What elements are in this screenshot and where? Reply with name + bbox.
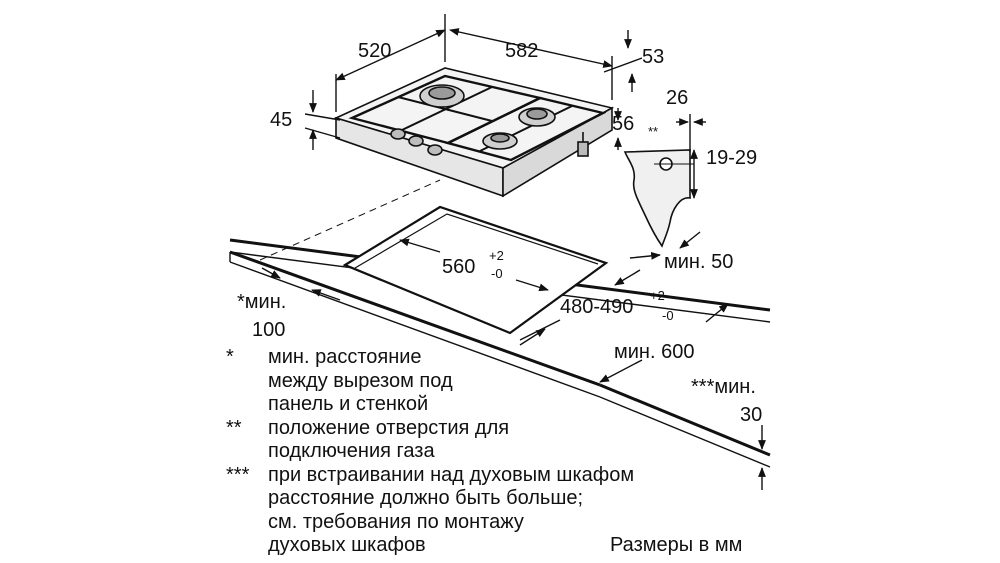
burner-large-icon bbox=[419, 84, 465, 108]
units-note: Размеры в мм bbox=[610, 534, 743, 556]
dim-cutout-depth-minus: -0 bbox=[662, 308, 674, 323]
dim-45: 45 bbox=[270, 109, 292, 131]
control-knobs bbox=[390, 128, 443, 156]
dim-min-100-value: 100 bbox=[252, 319, 285, 341]
dim-depth-582: 582 bbox=[505, 40, 538, 62]
dimension-lines bbox=[261, 14, 766, 490]
dim-cutout-depth-plus: +2 bbox=[650, 288, 665, 303]
dim-56: 56 bbox=[612, 113, 634, 135]
dim-min-50: мин. 50 bbox=[664, 251, 733, 273]
dim-cutout-width: 560 bbox=[442, 256, 475, 278]
dim-min-30-value: 30 bbox=[740, 404, 762, 426]
dim-min-100-label: *мин. bbox=[237, 291, 286, 313]
dim-53: 53 bbox=[642, 46, 664, 68]
dim-19-29: 19-29 bbox=[706, 147, 757, 169]
footnote-1: * мин. расстояние между вырезом под пане… bbox=[226, 346, 746, 417]
dim-cutout-width-plus: +2 bbox=[489, 248, 504, 263]
dim-width-520: 520 bbox=[358, 40, 391, 62]
footnote-line: расстояние должно быть больше; bbox=[268, 487, 584, 509]
footnote-line: положение отверстия для bbox=[268, 416, 510, 439]
footnote-line: панель и стенкой bbox=[268, 393, 429, 415]
footnote-mark: * bbox=[226, 346, 234, 368]
burner-medium-icon bbox=[518, 107, 556, 127]
dim-min-600: мин. 600 bbox=[614, 341, 694, 363]
footnote-line: мин. расстояние bbox=[268, 346, 422, 368]
dim-cutout-width-minus: -0 bbox=[491, 266, 503, 281]
burner-small-icon bbox=[482, 132, 518, 150]
footnote-line: духовых шкафов bbox=[268, 534, 426, 556]
footnote-line: подключения газа bbox=[268, 440, 435, 462]
footnote-3: *** при встраивании над духовым шкафом р… bbox=[226, 464, 746, 558]
footnotes: * мин. расстояние между вырезом под пане… bbox=[226, 346, 746, 558]
dim-cutout-depth: 480-490 bbox=[560, 296, 633, 318]
gas-connection-icon bbox=[577, 132, 589, 157]
dim-26: 26 bbox=[666, 87, 688, 109]
footnote-mark: ** bbox=[226, 416, 242, 439]
worktop-illustration bbox=[229, 179, 771, 468]
footnote-2: ** положение отверстия для подключения г… bbox=[226, 417, 746, 464]
footnote-line: между вырезом под bbox=[268, 369, 453, 392]
footnote-line: см. требования по монтажу bbox=[268, 510, 524, 533]
dim-56-mark: ** bbox=[648, 124, 658, 139]
footnote-mark: *** bbox=[226, 463, 250, 486]
dim-min-30-label: ***мин. bbox=[691, 376, 756, 398]
footnote-line: при встраивании над духовым шкафом bbox=[268, 463, 635, 486]
cooktop-illustration bbox=[333, 67, 615, 198]
side-profile-illustration bbox=[623, 149, 694, 248]
